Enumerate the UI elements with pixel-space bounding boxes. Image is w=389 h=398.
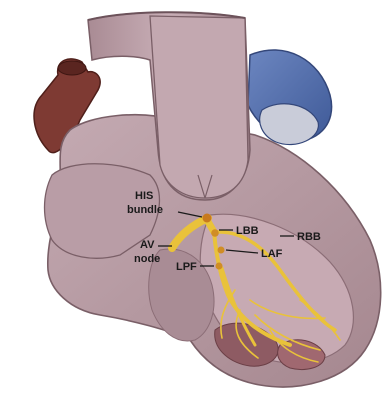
rbb-label: RBB (297, 231, 321, 243)
his-bundle-label-1: HIS (135, 190, 153, 202)
lbb-node (211, 229, 219, 237)
vessel-front-panel (150, 16, 248, 198)
his-bundle-label-2: bundle (127, 204, 163, 216)
laf-node (218, 247, 225, 254)
lbb-label: LBB (236, 225, 259, 237)
av-node-label-1: AV (140, 239, 155, 251)
lpf-node (216, 263, 223, 270)
lpf-label: LPF (176, 261, 197, 273)
his-bundle-node (203, 214, 212, 223)
aorta-opening (58, 61, 86, 75)
av-node-label-2: node (134, 253, 160, 265)
laf-label: LAF (261, 248, 283, 260)
